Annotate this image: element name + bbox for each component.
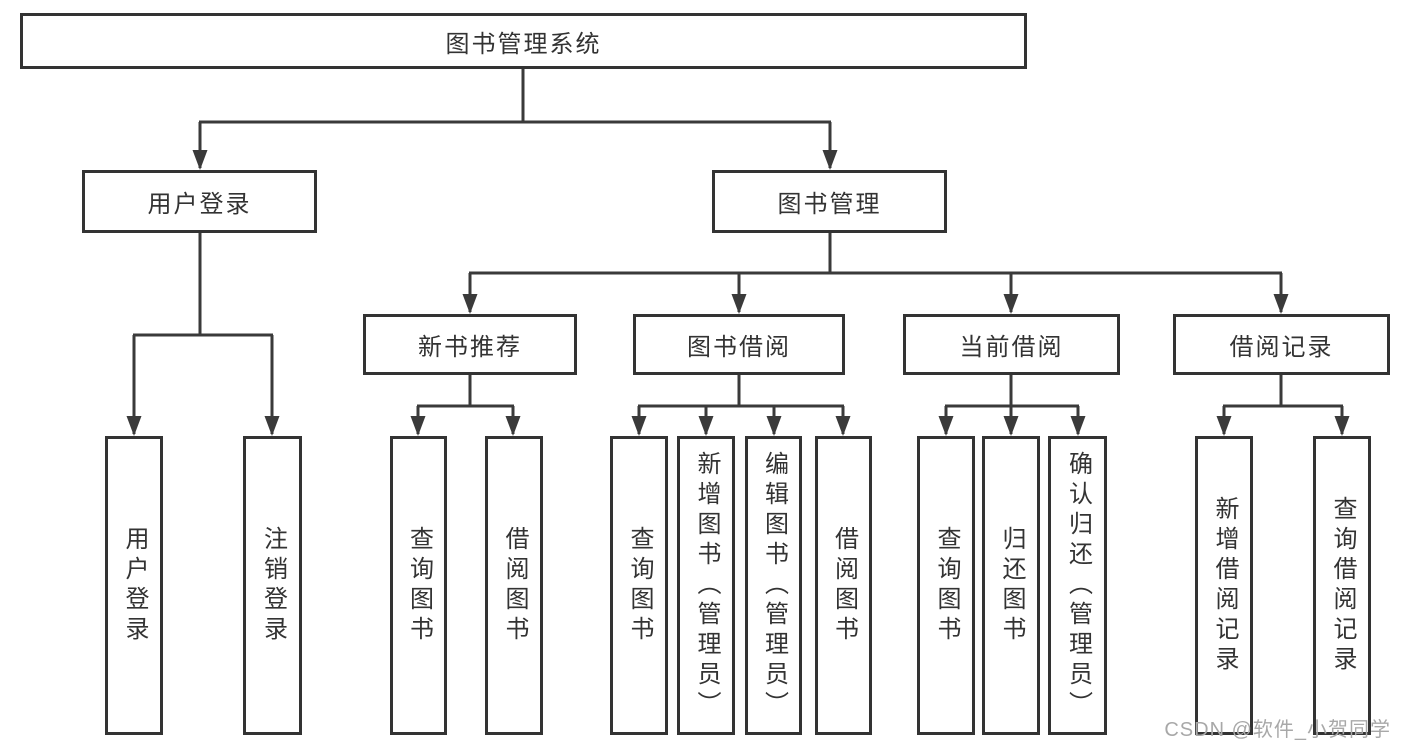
arrowhead-down-icon [505,416,521,436]
arrowhead-down-icon [462,294,478,314]
node-edit-books-admin-label: 编辑图书（管理员） [760,450,788,721]
arrowhead-down-icon [835,416,851,436]
arrowhead-down-icon [1273,294,1289,314]
node-return-books-label: 归还图书 [998,525,1025,646]
node-borrow-books-borrowing: 借阅图书 [815,436,872,735]
arrowhead-down-icon [192,150,208,170]
node-borrow-books-recommend-label: 借阅图书 [501,525,528,646]
node-borrowing-records-label: 借阅记录 [1229,334,1334,361]
watermark-text: CSDN @软件_小贺同学 [1164,719,1391,741]
node-user-login-action-label: 用户登录 [121,525,148,646]
node-confirm-return-admin: 确认归还（管理员） [1048,436,1107,735]
node-edit-books-admin: 编辑图书（管理员） [745,436,802,735]
arrowhead-down-icon [731,294,747,314]
node-library-system: 图书管理系统 [20,13,1027,69]
node-book-management: 图书管理 [712,170,947,233]
node-search-borrow-record: 查询借阅记录 [1313,436,1371,735]
node-search-books-borrowing: 查询图书 [610,436,668,735]
node-search-books-recommend-label: 查询图书 [405,525,433,646]
node-logout-action-label: 注销登录 [259,525,287,646]
node-book-borrowing-label: 图书借阅 [687,334,791,361]
node-user-login-action: 用户登录 [105,436,163,735]
arrowhead-down-icon [766,416,782,436]
node-add-books-admin-label: 新增图书（管理员） [693,450,720,721]
node-add-books-admin: 新增图书（管理员） [677,436,735,735]
node-current-borrowing-label: 当前借阅 [959,334,1064,361]
arrowhead-down-icon [631,416,647,436]
node-search-books-current-label: 查询图书 [933,525,960,646]
node-add-borrow-record: 新增借阅记录 [1195,436,1253,735]
arrowhead-down-icon [410,416,426,436]
arrowhead-down-icon [264,416,280,436]
arrowhead-down-icon [1216,416,1232,436]
arrowhead-down-icon [938,416,954,436]
node-user-login: 用户登录 [82,170,317,233]
node-search-books-recommend: 查询图书 [390,436,447,735]
node-user-login-label: 用户登录 [147,191,252,218]
arrowhead-down-icon [698,416,714,436]
node-logout-action: 注销登录 [243,436,302,735]
node-borrowing-records: 借阅记录 [1173,314,1390,375]
node-search-books-current: 查询图书 [917,436,975,735]
arrowhead-down-icon [1334,416,1350,436]
node-library-system-label: 图书管理系统 [445,30,602,58]
node-current-borrowing: 当前借阅 [903,314,1120,375]
node-new-book-recommendation: 新书推荐 [363,314,577,375]
node-return-books: 归还图书 [982,436,1040,735]
node-search-borrow-record-label: 查询借阅记录 [1329,495,1356,676]
node-add-borrow-record-label: 新增借阅记录 [1211,495,1238,676]
node-borrow-books-borrowing-label: 借阅图书 [830,525,858,646]
arrowhead-down-icon [1003,294,1019,314]
arrowhead-down-icon [822,150,838,170]
arrowhead-down-icon [1070,416,1086,436]
arrowhead-down-icon [1003,416,1019,436]
arrowhead-down-icon [126,416,142,436]
node-search-books-borrowing-label: 查询图书 [626,525,653,646]
node-new-book-recommendation-label: 新书推荐 [418,334,522,361]
node-book-management-label: 图书管理 [777,191,882,218]
node-confirm-return-admin-label: 确认归还（管理员） [1064,450,1092,721]
node-borrow-books-recommend: 借阅图书 [485,436,543,735]
node-book-borrowing: 图书借阅 [633,314,845,375]
